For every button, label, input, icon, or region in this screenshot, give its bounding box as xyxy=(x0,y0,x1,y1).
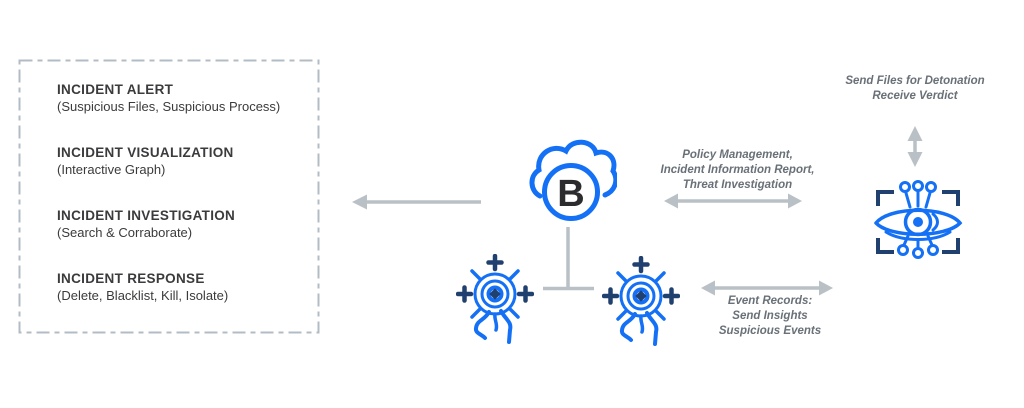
capabilities-list: INCIDENT ALERT (Suspicious Files, Suspic… xyxy=(57,81,280,333)
eye-glyph xyxy=(874,180,963,259)
capability-title: INCIDENT ALERT xyxy=(57,82,174,97)
events-line3: Suspicious Events xyxy=(718,325,822,337)
malware-bug-icon-right xyxy=(602,256,680,346)
policy-line2: Incident Information Report, xyxy=(660,164,815,176)
capability-incident-alert: INCIDENT ALERT (Suspicious Files, Suspic… xyxy=(57,81,280,115)
capability-incident-response: INCIDENT RESPONSE (Delete, Blacklist, Ki… xyxy=(57,270,280,304)
events-line2: Send Insights xyxy=(732,310,808,322)
capability-title: INCIDENT VISUALIZATION xyxy=(57,145,234,160)
arrow-detonation-bidirectional xyxy=(907,126,923,167)
capability-subtitle: (Search & Corraborate) xyxy=(57,225,193,240)
policy-label: Policy Management, Incident Information … xyxy=(650,148,825,193)
frame-brackets xyxy=(876,190,960,254)
policy-line3: Threat Investigation xyxy=(682,179,793,191)
plus-marks xyxy=(456,254,534,303)
detonation-label: Send Files for Detonation Receive Verdic… xyxy=(825,74,1005,104)
capability-incident-visualization: INCIDENT VISUALIZATION (Interactive Grap… xyxy=(57,144,280,178)
connector-cloud-to-endpoints xyxy=(543,227,594,291)
capability-title: INCIDENT RESPONSE xyxy=(57,271,205,286)
plus-marks xyxy=(602,256,680,305)
capability-subtitle: (Suspicious Files, Suspicious Process) xyxy=(57,99,281,114)
sandbox-eye-icon xyxy=(874,180,963,259)
arrow-policy-bidirectional xyxy=(664,193,802,209)
capability-incident-investigation: INCIDENT INVESTIGATION (Search & Corrabo… xyxy=(57,207,280,241)
arrow-cloud-to-panel xyxy=(352,194,481,210)
cloud-outline xyxy=(529,139,617,199)
detonation-line2: Receive Verdict xyxy=(872,90,958,102)
capability-title: INCIDENT INVESTIGATION xyxy=(57,208,236,223)
cloud-letter: B xyxy=(557,173,584,215)
events-label: Event Records: Send Insights Suspicious … xyxy=(685,294,855,339)
capability-subtitle: (Interactive Graph) xyxy=(57,162,166,177)
detonation-line1: Send Files for Detonation xyxy=(845,75,985,87)
events-line1: Event Records: xyxy=(727,295,813,307)
malware-bug-icon-left xyxy=(456,254,534,344)
cloud-b-icon: B xyxy=(529,139,617,221)
eye-pupil xyxy=(913,217,923,227)
capability-subtitle: (Delete, Blacklist, Kill, Isolate) xyxy=(57,288,229,303)
capabilities-panel: INCIDENT ALERT (Suspicious Files, Suspic… xyxy=(18,59,319,333)
policy-line1: Policy Management, xyxy=(682,149,793,161)
arrow-events-bidirectional xyxy=(701,280,833,296)
cloud-circle xyxy=(542,163,600,221)
dashed-frame xyxy=(18,59,320,334)
